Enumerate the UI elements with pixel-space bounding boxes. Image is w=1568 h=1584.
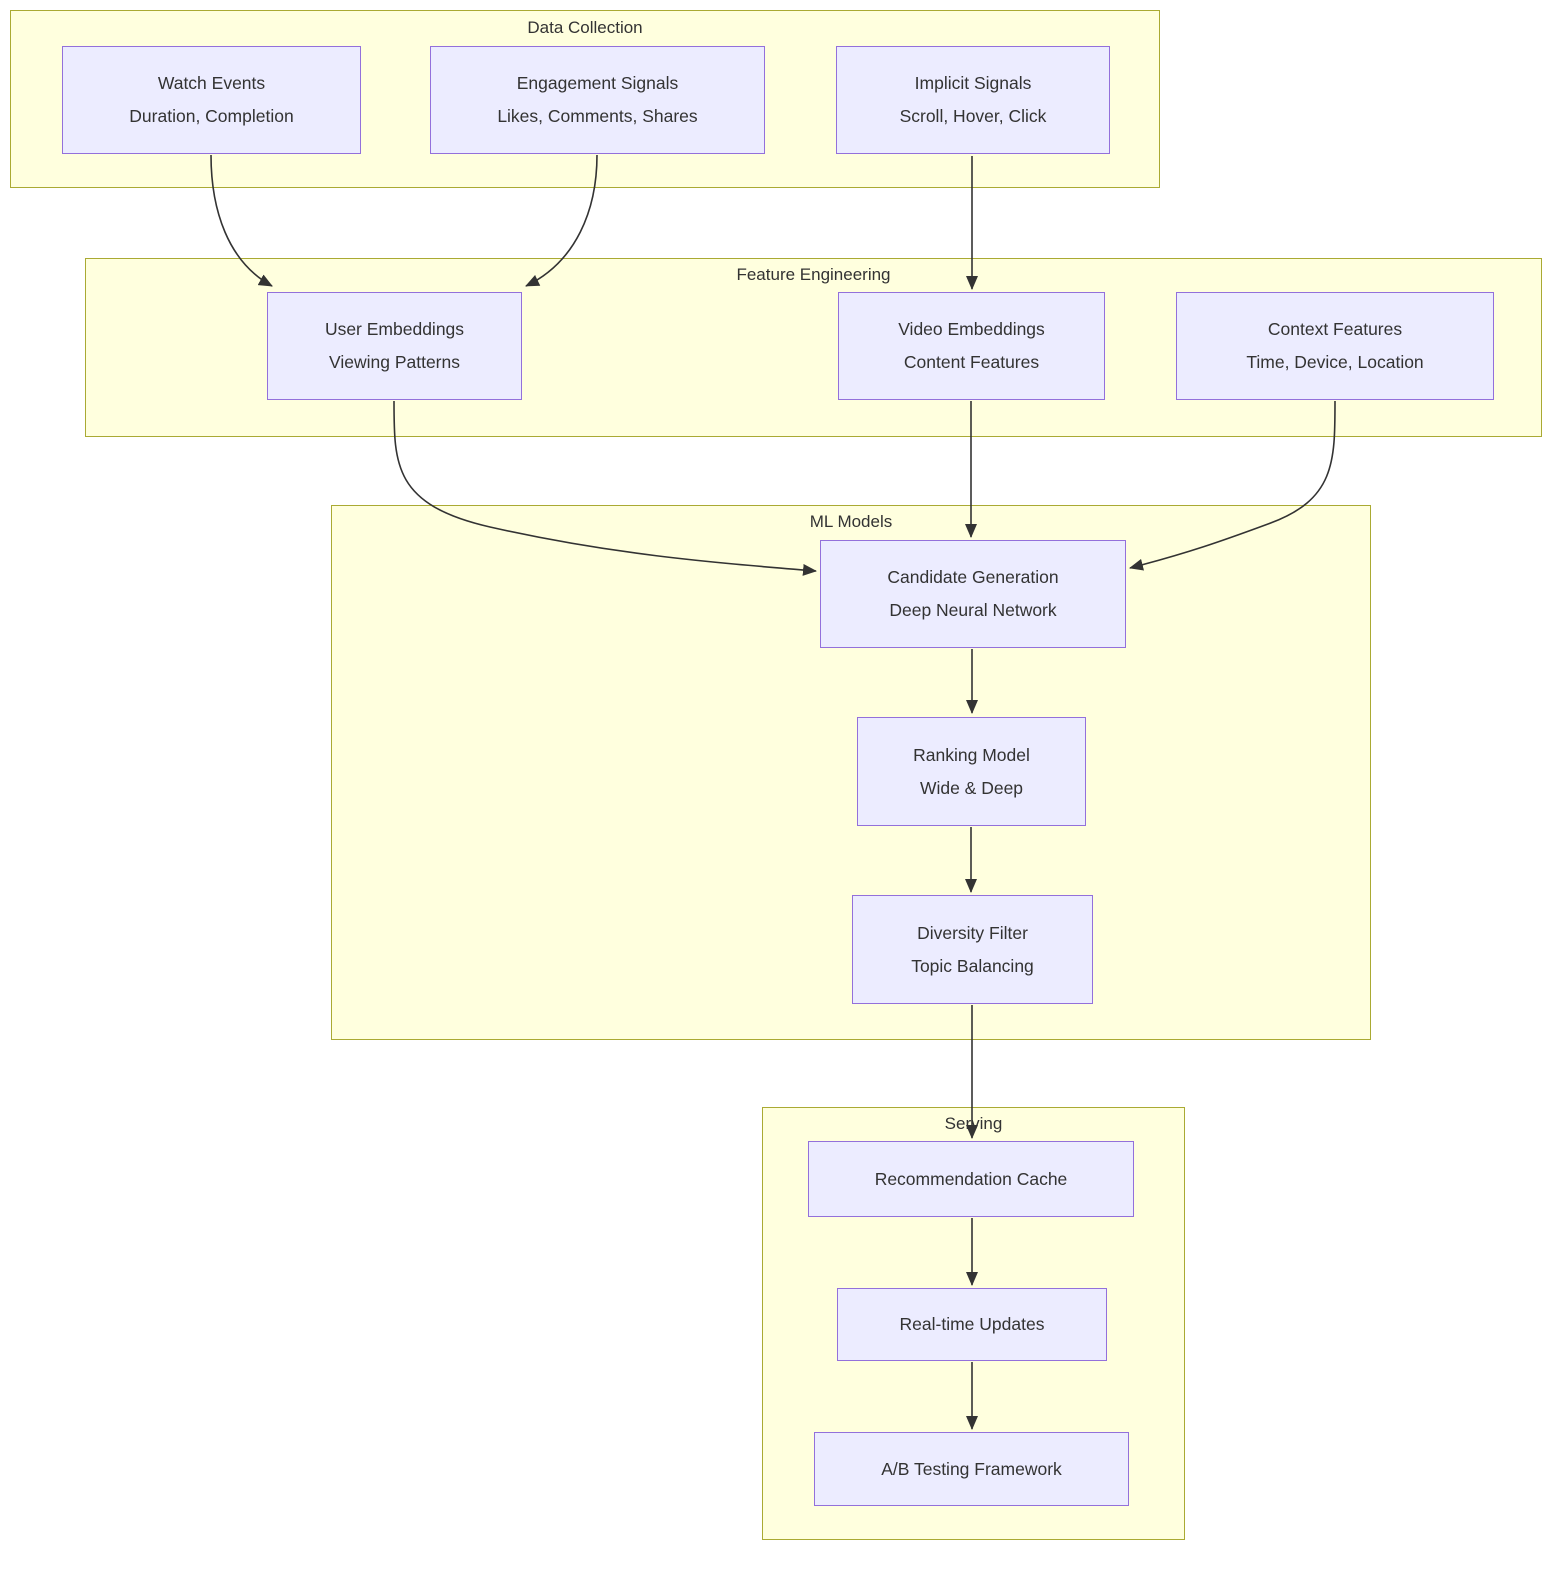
node-sublabel: Topic Balancing	[911, 955, 1034, 976]
node-sublabel: Likes, Comments, Shares	[497, 106, 698, 126]
node-diversity-filter: Diversity Filter Topic Balancing	[852, 895, 1093, 1004]
node-ranking-model: Ranking Model Wide & Deep	[857, 717, 1086, 826]
node-label: Diversity Filter	[917, 922, 1028, 943]
node-implicit-signals: Implicit Signals Scroll, Hover, Click	[836, 46, 1110, 154]
node-label: Engagement Signals	[516, 73, 679, 93]
group-title-ml-models: ML Models	[809, 512, 893, 531]
node-context-features: Context Features Time, Device, Location	[1176, 292, 1494, 400]
node-video-embeddings: Video Embeddings Content Features	[838, 292, 1105, 400]
node-label: Real-time Updates	[899, 1314, 1045, 1334]
node-sublabel: Deep Neural Network	[889, 600, 1057, 620]
node-label: Video Embeddings	[898, 319, 1045, 339]
node-realtime-updates: Real-time Updates	[837, 1288, 1107, 1361]
node-recommendation-cache: Recommendation Cache	[808, 1141, 1134, 1217]
node-label: User Embeddings	[324, 319, 465, 339]
node-label: Ranking Model	[913, 744, 1030, 765]
node-label: Candidate Generation	[887, 567, 1059, 587]
node-sublabel: Scroll, Hover, Click	[899, 106, 1047, 126]
node-sublabel: Duration, Completion	[129, 106, 294, 126]
node-label: Implicit Signals	[914, 73, 1032, 93]
node-label: Recommendation Cache	[874, 1168, 1068, 1189]
group-title-feature-engineering: Feature Engineering	[736, 265, 891, 284]
node-label: Watch Events	[157, 73, 266, 93]
node-label: Context Features	[1267, 319, 1403, 339]
node-user-embeddings: User Embeddings Viewing Patterns	[267, 292, 522, 400]
node-watch-events: Watch Events Duration, Completion	[62, 46, 361, 154]
node-engagement-signals: Engagement Signals Likes, Comments, Shar…	[430, 46, 765, 154]
node-sublabel: Viewing Patterns	[328, 352, 460, 372]
node-candidate-generation: Candidate Generation Deep Neural Network	[820, 540, 1126, 648]
node-label: A/B Testing Framework	[881, 1458, 1062, 1479]
group-title-data-collection: Data Collection	[527, 18, 643, 37]
group-title-serving: Serving	[944, 1114, 1003, 1133]
node-sublabel: Time, Device, Location	[1246, 352, 1424, 372]
node-ab-testing: A/B Testing Framework	[814, 1432, 1129, 1506]
node-sublabel: Wide & Deep	[919, 777, 1024, 798]
node-sublabel: Content Features	[903, 352, 1040, 372]
